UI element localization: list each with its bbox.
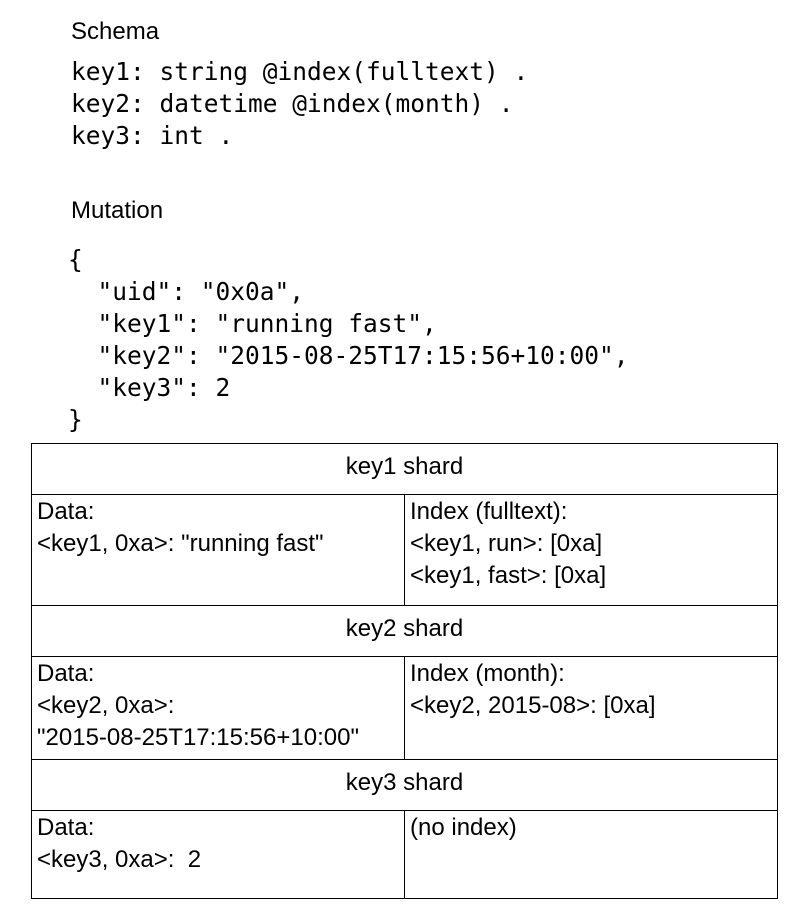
index-cell-key2: Index (month): <key2, 2015-08>: [0xa]	[405, 657, 777, 759]
shard-row-key3: Data: <key3, 0xa>: 2 (no index)	[32, 811, 777, 898]
data-line: Data:	[37, 814, 95, 841]
index-line: (no index)	[410, 814, 517, 841]
mutation-line: {	[68, 245, 83, 274]
index-line: <key1, fast>: [0xa]	[410, 562, 607, 589]
mutation-line: "key3": 2	[68, 373, 231, 402]
shard-row-key2: Data: <key2, 0xa>: "2015-08-25T17:15:56+10…	[32, 657, 777, 760]
mutation-title: Mutation	[71, 197, 164, 224]
shard-row-key1: Data: <key1, 0xa>: "running fast" Index (…	[32, 495, 777, 606]
index-line: <key1, run>: [0xa]	[410, 530, 603, 557]
schema-code-block: key1: string @index(fulltext) . key2: dat…	[71, 56, 528, 152]
data-line: <key1, 0xa>: "running fast"	[37, 530, 324, 557]
shard-header-key3: key3 shard	[32, 760, 777, 811]
data-line: "2015-08-25T17:15:56+10:00"	[37, 724, 359, 751]
data-line: Data:	[37, 498, 95, 525]
mutation-line: "key2": "2015-08-25T17:15:56+10:00",	[68, 341, 629, 370]
data-line: <key3, 0xa>: 2	[37, 846, 202, 873]
mutation-line: "uid": "0x0a",	[68, 277, 305, 306]
index-line: Index (fulltext):	[410, 498, 568, 525]
shard-header-key2: key2 shard	[32, 606, 777, 657]
data-cell-key1: Data: <key1, 0xa>: "running fast"	[32, 495, 405, 605]
index-cell-key1: Index (fulltext): <key1, run>: [0xa] <key1…	[405, 495, 777, 605]
mutation-line: "key1": "running fast",	[68, 309, 437, 338]
mutation-code-block: { "uid": "0x0a", "key1": "running fast",…	[68, 244, 629, 436]
shard-header-key1: key1 shard	[32, 444, 777, 495]
schema-line: key2: datetime @index(month) .	[71, 89, 514, 118]
schema-line: key3: int .	[71, 121, 234, 150]
schema-line: key1: string @index(fulltext) .	[71, 57, 529, 86]
index-line: <key2, 2015-08>: [0xa]	[410, 692, 656, 719]
data-cell-key3: Data: <key3, 0xa>: 2	[32, 811, 405, 898]
mutation-line: }	[68, 405, 83, 434]
data-cell-key2: Data: <key2, 0xa>: "2015-08-25T17:15:56+10…	[32, 657, 405, 759]
data-line: <key2, 0xa>:	[37, 692, 175, 719]
index-line: Index (month):	[410, 660, 565, 687]
data-line: Data:	[37, 660, 95, 687]
schema-title: Schema	[71, 18, 160, 45]
index-cell-key3: (no index)	[405, 811, 777, 898]
shard-table: key1 shard Data: <key1, 0xa>: "running fa…	[31, 443, 778, 899]
